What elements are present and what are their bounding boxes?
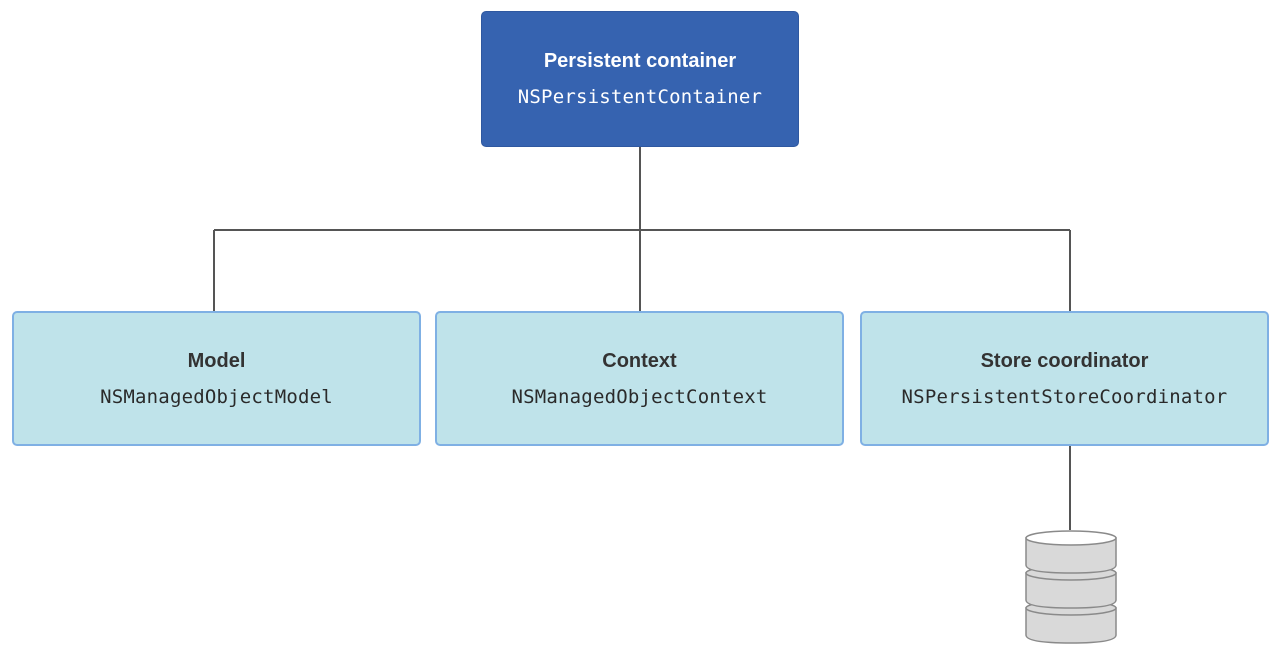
node-title: Store coordinator: [980, 349, 1149, 372]
context-node: Context NSManagedObjectContext: [435, 311, 844, 446]
node-class-name: NSPersistentStoreCoordinator: [901, 385, 1228, 408]
node-title: Context: [602, 349, 677, 372]
node-class-name: NSManagedObjectContext: [511, 385, 768, 408]
node-title: Model: [187, 349, 246, 372]
node-title: Persistent container: [543, 50, 737, 72]
database-icon: [1025, 530, 1117, 644]
persistent-container-node: Persistent container NSPersistentContain…: [481, 11, 799, 147]
node-class-name: NSManagedObjectModel: [100, 385, 333, 408]
node-class-name: NSPersistentContainer: [517, 86, 763, 108]
model-node: Model NSManagedObjectModel: [12, 311, 421, 446]
store-coordinator-node: Store coordinator NSPersistentStoreCoord…: [860, 311, 1269, 446]
